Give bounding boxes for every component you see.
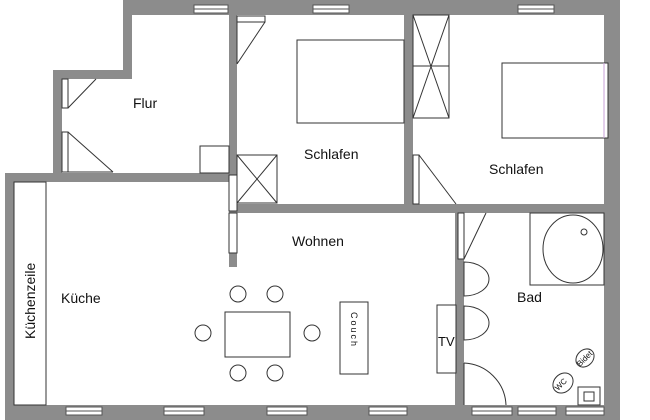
wall-flur-left-lower — [53, 70, 62, 182]
bathtub-frame — [529, 212, 605, 286]
chair-6 — [266, 364, 284, 382]
wall-bottom — [5, 405, 620, 420]
door-wohnen-kueche — [228, 212, 238, 254]
window-schlafen-1 — [312, 4, 350, 14]
flur-cabinet — [199, 145, 230, 174]
windows — [65, 4, 605, 416]
window-bottom-7 — [565, 406, 605, 416]
wall-flur-schlafen — [229, 15, 237, 267]
bed-schlafen-2 — [501, 62, 609, 139]
window-bottom-1 — [65, 406, 103, 416]
tv: TV — [436, 304, 457, 374]
tv-label: TV — [438, 334, 455, 349]
wall-top — [123, 0, 620, 15]
sink-1 — [463, 261, 490, 297]
wardrobe-schlafen-1 — [236, 154, 278, 204]
chair-4 — [303, 324, 321, 342]
door-flur-lower — [61, 131, 114, 173]
window-bottom-5 — [471, 406, 513, 416]
wc: WC — [552, 372, 574, 394]
door-schlafen-2 — [412, 154, 457, 205]
room-label-schlafen-1: Schlafen — [304, 146, 358, 162]
bathroom-fixtures: Bidet WC — [463, 212, 605, 406]
dining-set — [194, 285, 321, 382]
door-flur-upper — [61, 78, 97, 109]
room-labels: Flur Schlafen Schlafen Wohnen Küche Bad … — [22, 95, 543, 339]
bidet: Bidet — [575, 348, 595, 368]
room-label-kueche: Küche — [61, 290, 101, 306]
dining-table — [224, 311, 291, 358]
door-wohnen-upper — [228, 174, 238, 212]
wall-wohnen-bad — [455, 204, 464, 420]
room-label-flur: Flur — [133, 95, 157, 111]
cabinets — [13, 14, 450, 406]
door-bad — [457, 212, 487, 260]
door-schlafen-1 — [236, 15, 266, 65]
room-label-kuechenzeile: Küchenzeile — [22, 263, 38, 339]
room-label-bad: Bad — [517, 289, 542, 305]
sink-2 — [463, 305, 490, 341]
wall-flur-left-upper — [123, 0, 132, 78]
wall-flur-notch — [53, 70, 132, 79]
beds — [296, 39, 609, 139]
chair-2 — [266, 285, 284, 303]
bath-cabinet-inner — [583, 391, 595, 402]
room-label-schlafen-2: Schlafen — [489, 161, 543, 177]
wardrobe-schlafen-2 — [412, 14, 450, 119]
kuechenzeile-counter — [13, 181, 47, 406]
window-bottom-2 — [163, 406, 205, 416]
doors — [61, 15, 507, 406]
window-flur — [193, 4, 229, 14]
bathtub — [542, 214, 604, 284]
chair-1 — [229, 285, 247, 303]
wall-schlafen-divider — [404, 15, 413, 212]
room-label-wohnen: Wohnen — [292, 233, 344, 249]
couch-label: Couch — [349, 312, 359, 348]
bathtub-drain — [580, 228, 588, 236]
wall-kitchen-top — [5, 173, 237, 182]
window-bottom-3 — [266, 406, 308, 416]
couch: Couch — [339, 301, 369, 375]
window-bottom-6 — [517, 406, 557, 416]
chair-5 — [229, 364, 247, 382]
bed-schlafen-1 — [296, 39, 405, 124]
chair-3 — [194, 324, 212, 342]
wall-schlafen-bottom — [229, 204, 620, 213]
window-schlafen-2 — [517, 4, 555, 14]
window-bottom-4 — [368, 406, 408, 416]
wall-left — [5, 173, 14, 420]
door-bad-lower — [463, 362, 507, 406]
